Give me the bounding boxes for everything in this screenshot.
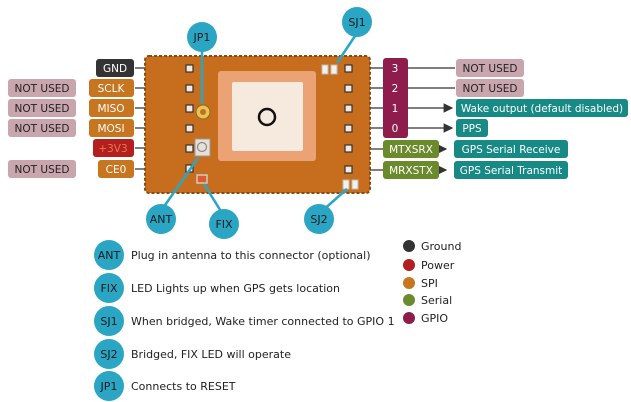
right-pin-labels: 3 2 1 0 MTXSRX MRXSTX NOT USED NOT USED …: [383, 58, 628, 179]
ant-connector: [194, 138, 211, 157]
left-pin-labels: GND NOT USED SCLK NOT USED MISO NOT USED…: [8, 59, 134, 178]
note-miso: NOT USED: [15, 103, 70, 115]
callout-sj1: SJ1: [342, 7, 372, 37]
pin-gpio3-label: 3: [392, 63, 399, 75]
note-gpio2: NOT USED: [463, 83, 518, 95]
legend-power: Power: [421, 259, 455, 272]
legend-serial: Serial: [421, 294, 452, 307]
legend-gpio: GPIO: [421, 312, 448, 325]
pin-sclk-box: [89, 79, 134, 97]
note-gpio1-box: [456, 99, 628, 117]
note-mtxsrx-box: [454, 140, 568, 158]
gps-board: [144, 55, 371, 194]
pin-gpio2-label: 2: [392, 83, 399, 95]
pin-gnd-box: [96, 59, 134, 77]
pin-sclk-label: SCLK: [98, 83, 126, 95]
note-jp1: JP1 Connects to RESET: [94, 371, 236, 401]
pin-ce0-box: [98, 160, 134, 178]
note-sj1: SJ1 When bridged, Wake timer connected t…: [94, 306, 395, 336]
jp1-pad: [195, 104, 211, 120]
callout-sj2: SJ2: [304, 204, 334, 234]
pin-mosi-label: MOSI: [97, 123, 124, 135]
pin-mtxsrx-label: MTXSRX: [389, 144, 433, 156]
note-sj2: SJ2 Bridged, FIX LED will operate: [94, 339, 291, 369]
gpio-block: [383, 58, 408, 138]
note-gpio0: PPS: [462, 123, 482, 135]
note-gpio3: NOT USED: [463, 63, 518, 75]
legend-ground: Ground: [421, 240, 461, 253]
right-pin-pads: [344, 64, 353, 174]
note-fix-text: LED Lights up when GPS gets location: [131, 282, 340, 295]
note-ce0-box: [8, 160, 76, 178]
callout-jp1: JP1: [187, 22, 217, 52]
note-mrxstx-box: [454, 161, 568, 179]
callout-sj2-label: SJ2: [310, 213, 327, 226]
note-gpio1: Wake output (default disabled): [461, 103, 623, 115]
callout-stems: [161, 32, 359, 214]
note-mosi: NOT USED: [15, 123, 70, 135]
pin-ce0-label: CE0: [106, 164, 127, 176]
pin-miso-box: [89, 99, 134, 117]
note-ce0: NOT USED: [15, 164, 70, 176]
pin-gnd-label: GND: [103, 63, 127, 75]
note-miso-box: [8, 99, 76, 117]
pin-gpio1-label: 1: [392, 103, 399, 115]
note-gpio3-box: [456, 59, 524, 77]
notes-list: ANT Plug in antenna to this connector (o…: [94, 240, 395, 401]
pin-mrxstx-box: [383, 161, 439, 179]
board-callouts: JP1 SJ1 ANT FIX SJ2: [146, 7, 372, 239]
note-mtxsrx: GPS Serial Receive: [462, 144, 561, 156]
note-sj2-tag: SJ2: [100, 348, 117, 361]
callout-ant: ANT: [146, 204, 176, 234]
legend: Ground Power SPI Serial GPIO: [403, 240, 461, 325]
note-gpio2-box: [456, 79, 524, 97]
note-jp1-tag: JP1: [100, 380, 118, 393]
callout-fix: FIX: [209, 209, 239, 239]
note-mrxstx: GPS Serial Transmit: [460, 165, 563, 177]
note-gpio0-box: [456, 119, 488, 137]
note-ant: ANT Plug in antenna to this connector (o…: [94, 240, 371, 270]
callout-jp1-label: JP1: [193, 31, 211, 44]
pin-mtxsrx-box: [383, 140, 439, 158]
pin-3v3-label: +3V3: [98, 143, 127, 155]
note-sj1-text: When bridged, Wake timer connected to GP…: [131, 315, 395, 328]
note-sclk: NOT USED: [15, 83, 70, 95]
fix-led: [196, 174, 208, 184]
callout-sj1-label: SJ1: [348, 16, 365, 29]
note-ant-tag: ANT: [98, 249, 121, 262]
note-fix: FIX LED Lights up when GPS gets location: [94, 273, 340, 303]
pin-mrxstx-label: MRXSTX: [389, 165, 433, 177]
pin-3v3-box: [93, 139, 134, 157]
note-mosi-box: [8, 119, 76, 137]
callout-ant-label: ANT: [150, 213, 173, 226]
pin-gpio0-label: 0: [392, 123, 399, 135]
callout-fix-label: FIX: [215, 218, 233, 231]
note-sj1-tag: SJ1: [100, 315, 117, 328]
legend-spi: SPI: [421, 277, 438, 290]
sj1-jumper: [321, 64, 338, 75]
note-sj2-text: Bridged, FIX LED will operate: [131, 348, 291, 361]
note-ant-text: Plug in antenna to this connector (optio…: [131, 249, 371, 262]
note-sclk-box: [8, 79, 76, 97]
note-jp1-text: Connects to RESET: [131, 380, 236, 393]
note-fix-tag: FIX: [100, 282, 118, 295]
pin-miso-label: MISO: [97, 103, 124, 115]
pin-mosi-box: [89, 119, 134, 137]
